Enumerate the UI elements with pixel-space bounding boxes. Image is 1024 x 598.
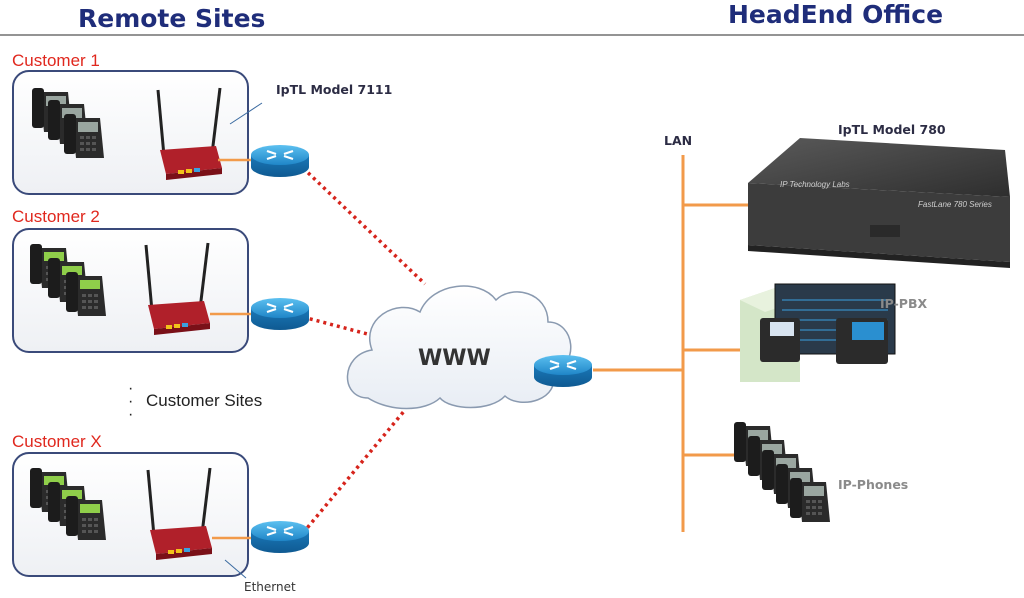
model-780-label: IpTL Model 780 [838, 122, 946, 137]
ip-pbx-label: IP-PBX [880, 296, 928, 311]
wan-link-x [301, 408, 407, 535]
device-series-text: FastLane 780 Series [918, 200, 992, 209]
iptl-780-device [748, 138, 1010, 268]
router-customer-x [249, 519, 311, 555]
internet-cloud [346, 285, 572, 410]
customer-sites-label: Customer Sites [146, 391, 263, 410]
router-customer-1 [249, 143, 311, 179]
wan-link-1 [301, 166, 427, 286]
customer-1-label: Customer 1 [12, 51, 100, 70]
ip-pbx-server [740, 283, 896, 382]
ip-phones-label: IP-Phones [838, 477, 909, 492]
router-headend [532, 353, 594, 389]
www-label: WWW [418, 346, 491, 371]
ethernet-callout-line [224, 559, 247, 579]
device-brand-text: IP Technology Labs [780, 180, 850, 189]
wan-link-2 [302, 315, 376, 338]
ip-phones-stack [734, 422, 830, 522]
router-customer-2 [249, 296, 311, 332]
headend-office-title: HeadEnd Office [728, 0, 944, 29]
ethernet-label: Ethernet [244, 580, 296, 594]
ellipsis-dots: ··· [128, 380, 134, 423]
customer-x-label: Customer X [12, 432, 102, 451]
customer-2-label: Customer 2 [12, 207, 100, 226]
lan-label: LAN [664, 133, 693, 148]
model-7111-label: IpTL Model 7111 [276, 82, 393, 97]
remote-sites-title: Remote Sites [78, 4, 266, 33]
model-7111-callout-line [229, 102, 263, 125]
